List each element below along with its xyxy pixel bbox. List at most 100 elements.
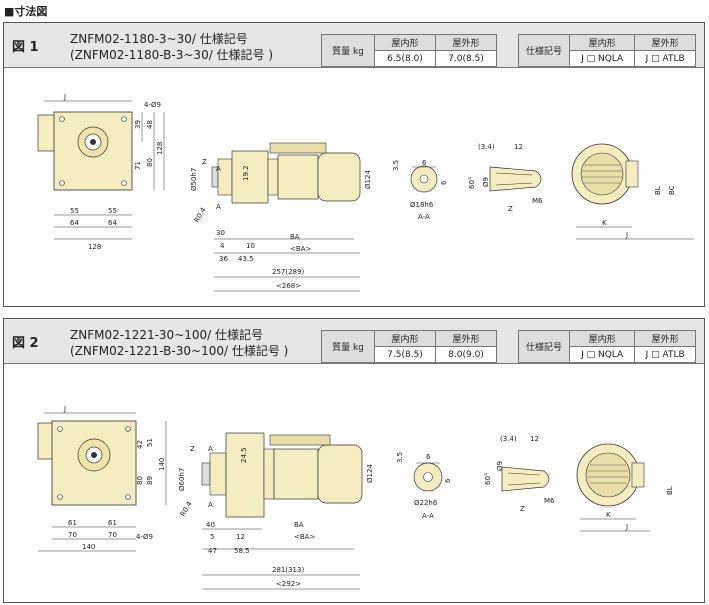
- dim-80: 80: [146, 158, 154, 167]
- dim-48: 48: [146, 120, 154, 129]
- mass-indoor-value-2: 7.5(8.5): [374, 346, 436, 363]
- dim-128v: 128: [156, 142, 164, 155]
- dim-len1: 257(289): [272, 268, 304, 276]
- front-view: J 4-Ø9 39 48 128 71 80 55 55 64 64 128: [37, 93, 165, 251]
- dim-len2-2: <292>: [276, 580, 301, 588]
- label-z-2: Z: [190, 445, 195, 453]
- side-view: Z A A Ø50h7 19.2 R0.4 30 4 36 10 43.5 BA…: [190, 142, 372, 292]
- z-9: Ø9: [482, 177, 490, 187]
- z-m6: M6: [532, 197, 543, 205]
- gear-head: [231, 150, 269, 204]
- spec-indoor-code-2: J □ NQLA: [568, 346, 636, 363]
- figure-1-mass-table: 質量 kg 屋内形 屋外形 6.5(8.0) 7.0(8.5): [321, 34, 497, 67]
- figure-1-spec-table: 仕様記号 屋内形 屋外形 J □ NQLA J □ ATLB: [518, 34, 696, 67]
- page-title: ■寸法図: [4, 5, 48, 18]
- dim-43-5: 43.5: [238, 255, 254, 263]
- mass-indoor-value: 6.5(8.0): [374, 50, 436, 67]
- dim-71: 71: [134, 161, 142, 170]
- figure-2-spec-table: 仕様記号 屋内形 屋外形 J □ NQLA J □ ATLB: [518, 330, 696, 363]
- dim-140h: 140: [82, 543, 95, 551]
- mass-label-2: 質量 kg: [321, 330, 375, 363]
- detail-z: (3.4) 12 60° Ø9 M6 Z: [468, 143, 543, 213]
- aa-6a: 6: [422, 159, 427, 167]
- dim-30: 30: [216, 229, 225, 237]
- figure-2-model-line1: ZNFM02-1221-30~100/ 仕様記号: [70, 328, 264, 342]
- z-label: Z: [508, 205, 513, 213]
- mass-outdoor-value: 7.0(8.5): [435, 50, 497, 67]
- figure-2-drawing: J 4-Ø9 42 51 140 80 89 61 61 70 70 140 Z: [37, 405, 674, 590]
- dim-42: 42: [136, 440, 144, 449]
- spec-outdoor-code: J □ ATLB: [634, 50, 696, 67]
- dim-r-2: R0.4: [179, 500, 194, 518]
- outdoor-label-2: 屋外形: [435, 330, 497, 347]
- z-3-4: (3.4): [478, 143, 495, 151]
- z-12-2: 12: [530, 435, 539, 443]
- figure-1-model-line1: ZNFM02-1180-3~30/ 仕様記号: [70, 32, 248, 46]
- indoor-label-2: 屋内形: [374, 330, 436, 347]
- dim-hole: 4-Ø9: [144, 101, 161, 109]
- label-a-bottom-2: A: [208, 501, 213, 509]
- dim-shaft: Ø50h7: [190, 168, 198, 191]
- dim-4: 4: [220, 242, 225, 250]
- figure-1-model-line2: (ZNFM02-1180-B-3~30/ 仕様記号 ): [70, 48, 274, 62]
- aa-6b: 6: [440, 180, 448, 185]
- rear-bl: BL: [654, 186, 662, 195]
- dim-80-2: 80: [136, 476, 144, 485]
- figure-2-section: 図 2 ZNFM02-1221-30~100/ 仕様記号 (ZNFM02-122…: [3, 318, 705, 603]
- spec-indoor-label: 屋内形: [568, 34, 636, 51]
- figure-2-label: 図 2: [12, 336, 39, 351]
- front-view-2: J 4-Ø9 42 51 140 80 89 61 61 70 70 140: [37, 405, 167, 552]
- rear-view: BL BC K J: [571, 143, 694, 240]
- dim-40: 40: [206, 521, 215, 529]
- figure-1-section: 図 1 ZNFM02-1180-3~30/ 仕様記号 (ZNFM02-1180-…: [3, 22, 705, 307]
- dim-len2: <268>: [276, 282, 301, 290]
- dim-39: 39: [134, 120, 142, 129]
- dim-128h: 128: [88, 243, 101, 251]
- label-a-top: A: [216, 165, 221, 173]
- motor-cover: [317, 152, 361, 202]
- aa-label: A-A: [418, 213, 430, 221]
- aa-6a-2: 6: [426, 453, 431, 461]
- figure-1-drawing: J 4-Ø9 39 48 128 71 80 55 55 64 64 128: [37, 93, 694, 292]
- dim-64a: 64: [70, 219, 79, 227]
- dim-24-5: 24.5: [240, 447, 248, 463]
- dim-ba2-2: <BA>: [294, 533, 315, 541]
- dim-len1-2: 281(313): [272, 566, 304, 574]
- dim-58-5: 58.5: [234, 547, 250, 555]
- dim-dia124-2: Ø124: [366, 464, 374, 483]
- mass-outdoor-value-2: 8.0(9.0): [435, 346, 497, 363]
- aa-shaft: Ø18h6: [410, 201, 434, 209]
- dim-j: J: [63, 93, 66, 101]
- dim-70a: 70: [68, 531, 77, 539]
- dim-10: 10: [246, 242, 255, 250]
- dim-47: 47: [208, 547, 217, 555]
- dim-shaft-2: Ø60h7: [178, 468, 186, 491]
- outdoor-label: 屋外形: [435, 34, 497, 51]
- z-12: 12: [514, 143, 523, 151]
- motor-body: [277, 154, 319, 200]
- section-aa-2: 3.5 6 6 Ø22h6 A-A: [396, 452, 452, 520]
- z-60: 60°: [468, 177, 476, 189]
- dim-55b: 55: [108, 207, 117, 215]
- z-m6-2: M6: [544, 497, 555, 505]
- rear-k-2: K: [606, 511, 611, 519]
- rear-bl-2: BL: [666, 486, 674, 495]
- rear-bc: BC: [668, 185, 676, 195]
- label-a-top-2: A: [208, 445, 213, 453]
- figure-2-header: 図 2 ZNFM02-1221-30~100/ 仕様記号 (ZNFM02-122…: [4, 319, 704, 364]
- spec-outdoor-label-2: 屋外形: [634, 330, 696, 347]
- aa-shaft-2: Ø22h6: [414, 499, 438, 507]
- dim-ba-2: BA: [294, 521, 304, 529]
- figure-1-header: 図 1 ZNFM02-1180-3~30/ 仕様記号 (ZNFM02-1180-…: [4, 23, 704, 68]
- rear-view-2: BL K J: [576, 443, 674, 532]
- aa-3-5: 3.5: [392, 160, 400, 171]
- dim-ba: BA: [290, 233, 300, 241]
- dim-ba2: <BA>: [290, 245, 311, 253]
- z-3-4-2: (3.4): [500, 435, 517, 443]
- spec-indoor-code: J □ NQLA: [568, 50, 636, 67]
- dim-89: 89: [146, 476, 154, 485]
- section-aa: 3.5 6 6 Ø18h6 A-A: [392, 159, 448, 221]
- dim-140v: 140: [158, 458, 166, 471]
- label-a-bottom: A: [216, 203, 221, 211]
- dim-dia124: Ø124: [364, 170, 372, 189]
